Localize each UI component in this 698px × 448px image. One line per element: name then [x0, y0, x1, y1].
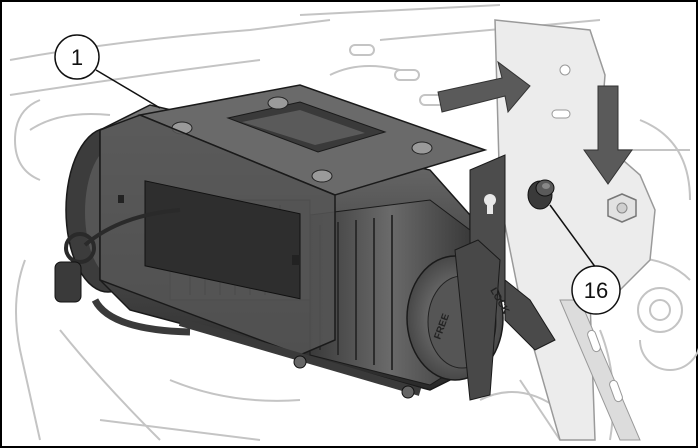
winch-assembly — [54, 84, 556, 401]
slide-in-arrow — [437, 60, 531, 114]
push-down-arrow — [583, 85, 633, 185]
leader-line-16 — [549, 204, 597, 269]
leader-line-1 — [95, 69, 161, 109]
bracket-bolt — [607, 193, 637, 223]
callout-16: 16 — [571, 265, 621, 315]
callout-16-number: 16 — [584, 278, 608, 303]
callout-16-circle — [571, 265, 621, 315]
callout-1-number: 1 — [71, 45, 83, 70]
callout-1-circle — [54, 34, 100, 80]
callout-1: 1 — [54, 34, 100, 80]
flange-nut — [527, 179, 555, 210]
